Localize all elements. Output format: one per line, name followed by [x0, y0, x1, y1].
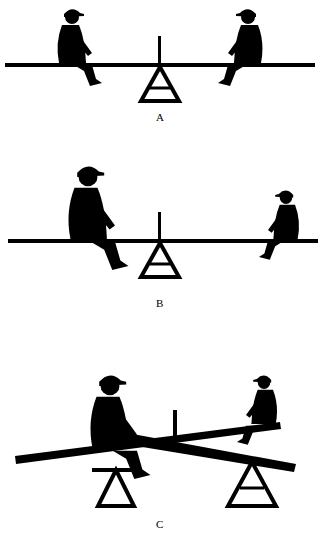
seesaw-b [8, 166, 318, 277]
seesaw-c [15, 375, 296, 506]
panel-letter: B [156, 298, 163, 309]
panel-letter: A [156, 112, 164, 123]
seesaw-a [5, 9, 315, 101]
panel-letter: C [156, 519, 163, 530]
